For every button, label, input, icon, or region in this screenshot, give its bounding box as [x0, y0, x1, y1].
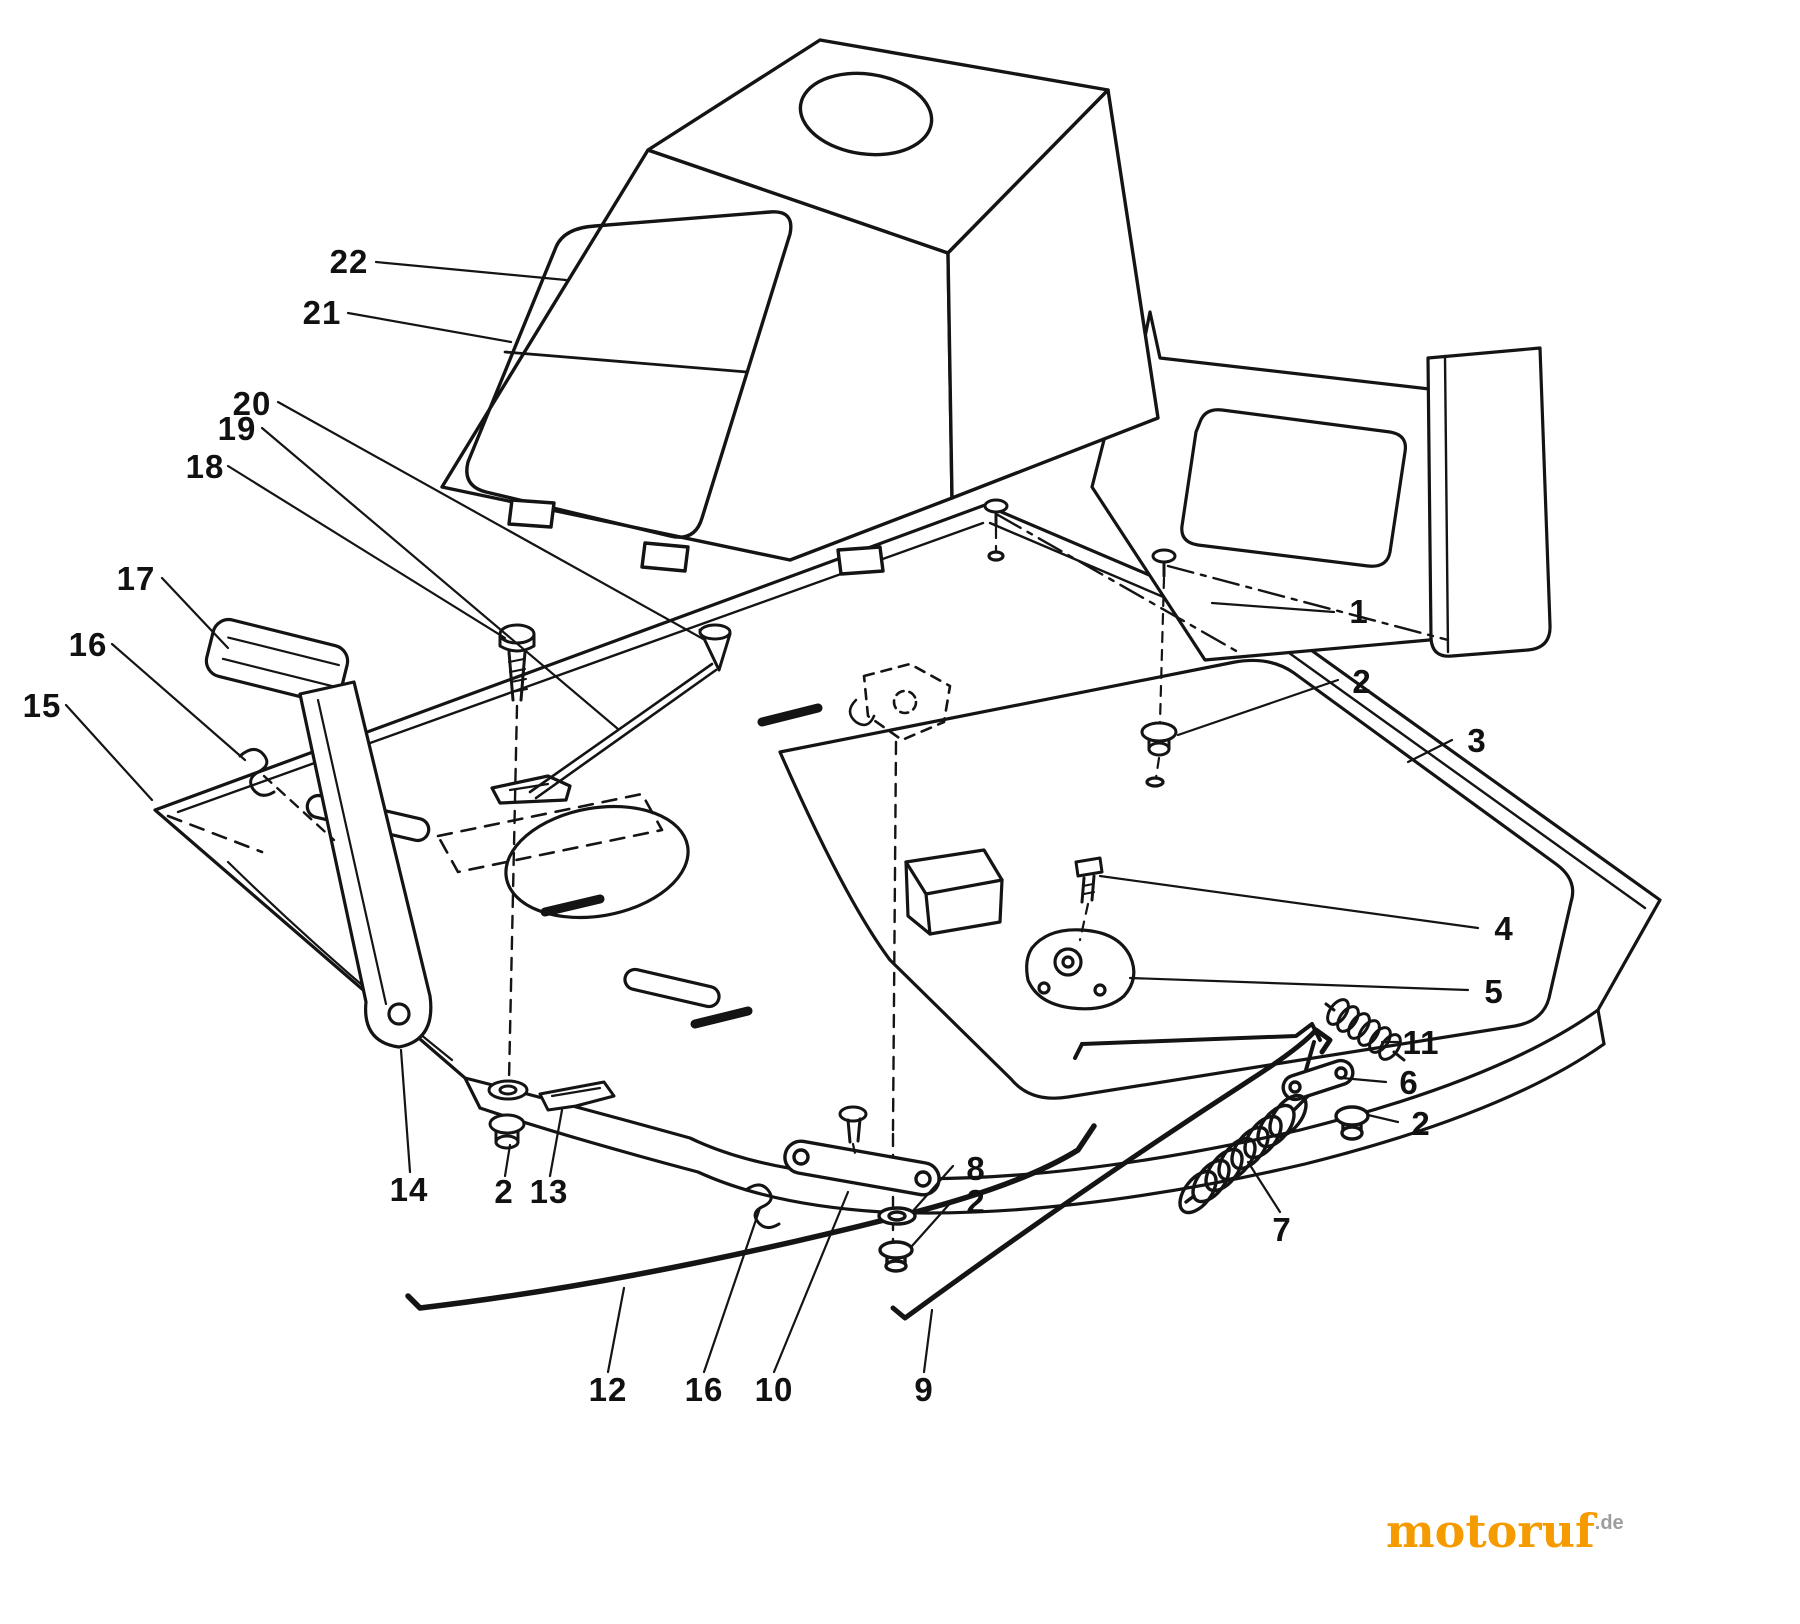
- callout-2-right: 2: [1411, 1105, 1431, 1142]
- callout-20: 20: [232, 385, 272, 422]
- hood-fill-hole: [798, 71, 934, 157]
- spring-11: [1324, 998, 1406, 1062]
- linkage-and-springs: [405, 998, 1406, 1321]
- callout-8: 8: [966, 1150, 986, 1187]
- nut-2-upper-right: [1140, 721, 1178, 757]
- cone-knob-20: [698, 623, 732, 672]
- callout-3: 3: [1467, 722, 1487, 759]
- callout-15: 15: [22, 687, 62, 724]
- callout-16-left: 16: [68, 626, 108, 663]
- link-6: [1281, 1058, 1355, 1102]
- callout-7: 7: [1272, 1211, 1292, 1248]
- bell-crank-ghost: [848, 662, 952, 742]
- cotter-pin-left: [238, 748, 276, 797]
- washer-and-nut-2-left: [487, 1079, 529, 1150]
- washer-8: [877, 1206, 917, 1226]
- callout-5: 5: [1484, 973, 1504, 1010]
- pin-rod-19: [528, 662, 718, 800]
- main-body-deck: [153, 503, 1662, 1215]
- callout-14: 14: [389, 1171, 429, 1208]
- callout-2-lower-middle: 2: [966, 1183, 986, 1220]
- hood: [440, 38, 1160, 576]
- bolt-4: [1074, 856, 1104, 904]
- fasteners: [238, 498, 1178, 1246]
- cotter-pin-bottom: [744, 1183, 781, 1229]
- callout-4: 4: [1494, 910, 1514, 947]
- nut-2-right: [1334, 1105, 1370, 1141]
- callout-17: 17: [116, 560, 156, 597]
- callout-16-bottom: 16: [684, 1371, 724, 1408]
- callout-13: 13: [529, 1173, 569, 1210]
- rod-9: [890, 1027, 1333, 1321]
- lever-arm: [298, 680, 433, 1049]
- callout-18: 18: [185, 448, 225, 485]
- watermark-logo: motoruf.de: [1386, 1508, 1624, 1554]
- watermark-brand-text: motoruf: [1386, 1504, 1595, 1558]
- lever-assembly: [204, 617, 433, 1049]
- callout-1: 1: [1349, 593, 1369, 630]
- callout-2-upper-right: 2: [1352, 663, 1372, 700]
- callout-22: 22: [329, 243, 369, 280]
- callout-12: 12: [588, 1371, 628, 1408]
- callout-19: 19: [217, 410, 257, 447]
- rod-12: [405, 1123, 1097, 1311]
- bolt-18: [498, 623, 536, 702]
- callout-10: 10: [754, 1371, 794, 1408]
- callout-9: 9: [914, 1371, 934, 1408]
- bolt-10-top: [838, 1105, 868, 1144]
- watermark-tld-text: .de: [1594, 1512, 1624, 1534]
- callout-6: 6: [1399, 1064, 1419, 1101]
- nut-2-bottom-middle: [878, 1240, 914, 1273]
- callout-21: 21: [302, 294, 342, 331]
- bracket-13: [538, 1080, 616, 1112]
- panel-screw-b: [1151, 548, 1177, 578]
- leader-lines: [64, 260, 1480, 1374]
- spring-7: [1178, 1093, 1310, 1215]
- callout-2-lower-left: 2: [494, 1173, 514, 1210]
- callout-11: 11: [1402, 1024, 1440, 1061]
- panel-screw-a: [983, 498, 1009, 528]
- rear-body-panel: [996, 310, 1552, 662]
